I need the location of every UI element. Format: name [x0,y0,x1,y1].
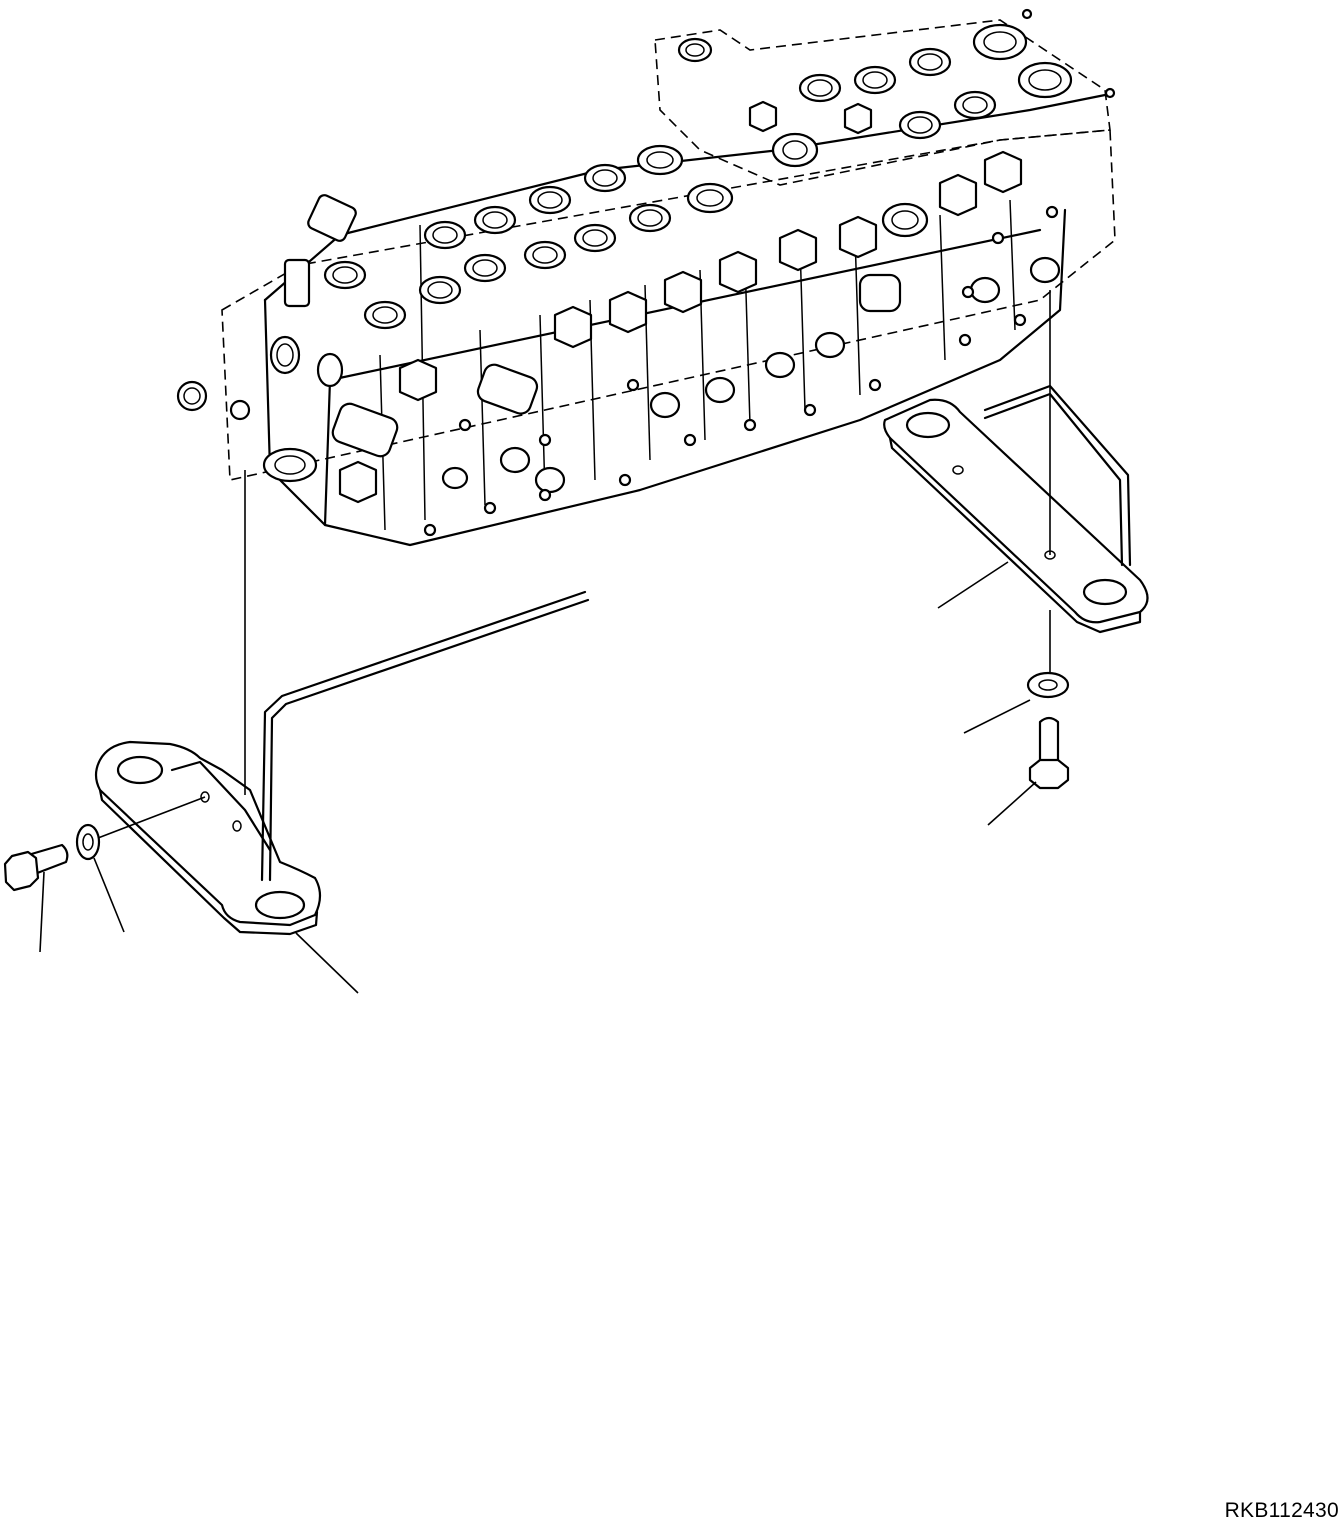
drawing-code: RKB112430 [1224,1499,1339,1522]
bracket-right-rod [983,384,1132,567]
bolt-right-head [1028,758,1070,790]
callout-leader-lines [39,561,1037,994]
bracket-left-plate [94,740,322,927]
valve-hex-plugs [338,100,1023,504]
valve-section-dividers [379,199,1016,531]
washer-right [1026,671,1070,699]
valve-front-ports [262,132,1061,494]
bracket-left-rod [260,590,590,882]
leader-washer-left [93,857,125,933]
bracket-right-pin-hole [952,465,964,475]
valve-fittings [176,194,902,458]
bracket-left [94,590,590,936]
valve-front-face [263,208,1067,547]
leader-bolt-right [987,781,1037,826]
fasteners-right [1026,671,1070,790]
washer-left [75,823,101,861]
bracket-right-plate-edge [888,436,1142,634]
leader-washer-right [963,699,1031,734]
valve-top-surface [263,93,1107,302]
bolt-left-head [3,850,40,892]
valve-top-ports [323,23,1073,330]
leader-bracket-left [295,932,359,994]
valve-small-bolts [423,8,1116,537]
fasteners-left [3,823,101,892]
bracket-left-plate-edge [98,788,319,936]
bracket-left-pin-hole-2 [232,820,242,832]
bracket-right-hole-rear [1082,578,1128,606]
bracket-left-pin-hole-1 [200,791,210,803]
leader-bracket-right [937,561,1009,609]
bracket-left-hole-rear [254,890,306,920]
leader-bolt-left [39,871,45,953]
bracket-right [883,384,1149,634]
control-valve-assembly [176,8,1116,547]
assembly-center-lines [97,290,1051,839]
valve-upper-block-outline [654,19,1111,186]
bracket-left-tab [170,760,272,852]
bracket-left-hole-front [116,755,164,785]
bracket-right-hole-front [905,411,951,439]
